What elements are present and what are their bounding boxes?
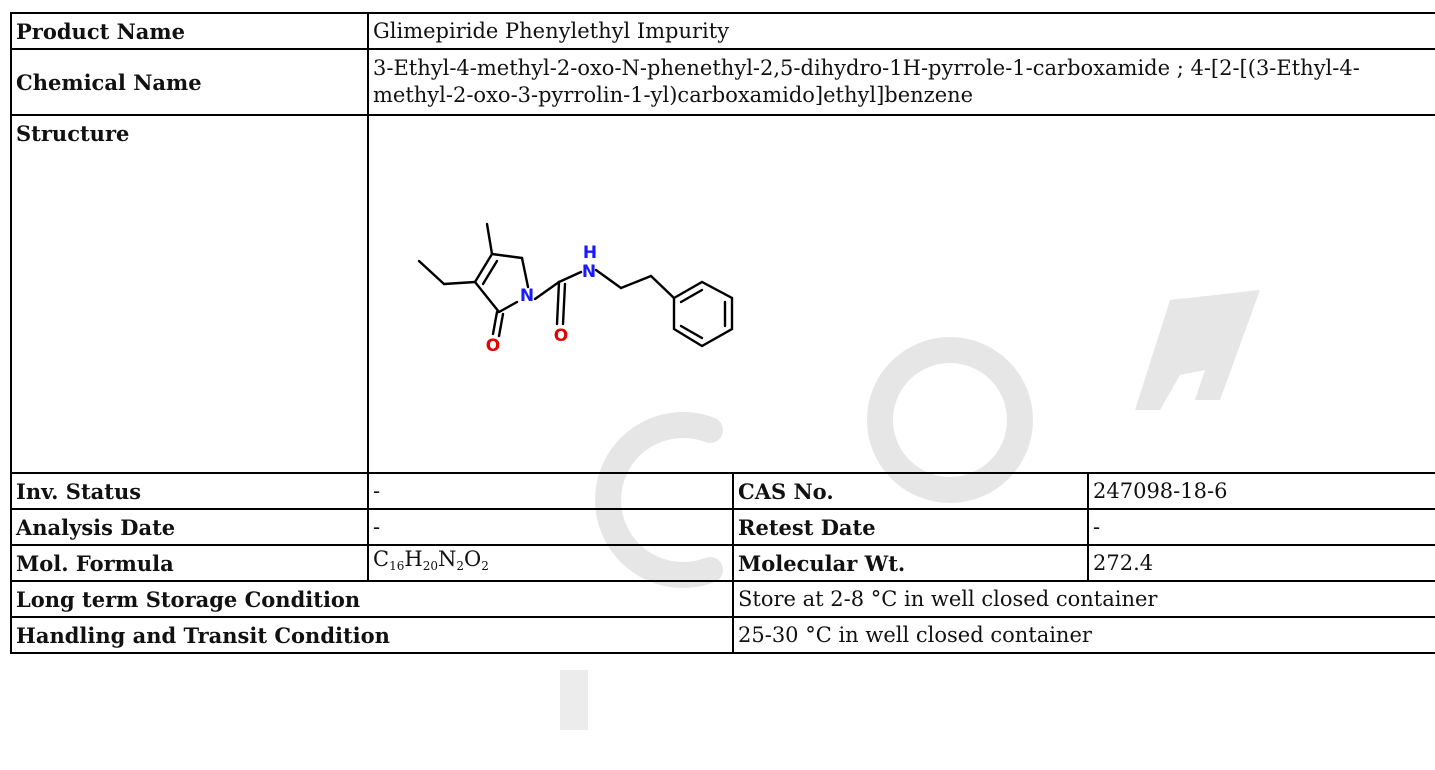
formula-el-c: C: [373, 547, 390, 571]
cas-label: CAS No.: [732, 472, 1089, 510]
bond-ethyl-2: [442, 280, 477, 286]
formula-n-n: 2: [456, 559, 464, 573]
row-storage: Long term Storage Condition Store at 2-8…: [10, 580, 1435, 618]
bond-carbamoyl-co-2: [561, 282, 567, 326]
watermark-fragment: [560, 670, 588, 730]
benzene-ring: [672, 280, 734, 348]
bond-ring-c3-c4: [473, 252, 494, 284]
row-chemical-name: Chemical Name 3-Ethyl-4-methyl-2-oxo-N-p…: [10, 48, 1435, 116]
mol-weight-value: 272.4: [1086, 544, 1435, 582]
retest-date-label: Retest Date: [732, 508, 1089, 546]
storage-label: Long term Storage Condition: [10, 580, 734, 618]
row-inv-status: Inv. Status - CAS No. 247098-18-6: [10, 472, 1435, 510]
inv-status-label: Inv. Status: [10, 472, 369, 510]
bond-ring-c4-c5: [490, 252, 524, 260]
row-structure: Structure: [10, 114, 1435, 474]
formula-n-h: 20: [422, 559, 438, 573]
bond-chain-2: [619, 274, 653, 290]
bond-ring-n-c2: [497, 300, 519, 314]
retest-date-value: -: [1086, 508, 1435, 546]
atom-o-ring: O: [486, 336, 500, 356]
mol-formula-value: C16H20N2O2: [367, 544, 734, 582]
formula-n-o: 2: [481, 559, 489, 573]
bond-ring-double: [481, 259, 499, 286]
atom-n-ring: N: [520, 286, 534, 306]
benzene-double-3: [679, 324, 704, 340]
formula-el-n: N: [437, 547, 457, 571]
row-analysis-date: Analysis Date - Retest Date -: [10, 508, 1435, 546]
bond-carbamoyl-nh: [557, 270, 583, 284]
analysis-date-value: -: [367, 508, 734, 546]
formula-el-h: H: [404, 547, 423, 571]
analysis-date-label: Analysis Date: [10, 508, 369, 546]
row-handling: Handling and Transit Condition 25-30 °C …: [10, 616, 1435, 654]
coa-table: Product Name Glimepiride Phenylethyl Imp…: [10, 12, 1435, 654]
benzene-double-1: [679, 288, 704, 304]
atom-h-amide: H: [583, 243, 597, 263]
formula-n-c: 16: [389, 559, 405, 573]
bond-carbamoyl-co-1: [555, 280, 561, 326]
handling-value: 25-30 °C in well closed container: [731, 616, 1435, 654]
bond-methyl: [485, 222, 494, 256]
structure-cell: N N H O O: [366, 114, 1435, 474]
structure-diagram: N N H O O: [417, 222, 734, 356]
atom-n-amide: N: [582, 262, 596, 282]
chemical-name-label: Chemical Name: [10, 48, 369, 116]
product-name-value: Glimepiride Phenylethyl Impurity: [366, 12, 1435, 50]
bond-ring-c5-n: [520, 256, 530, 289]
mol-weight-label: Molecular Wt.: [732, 544, 1089, 582]
bond-chain-1: [594, 268, 623, 290]
product-name-label: Product Name: [10, 12, 369, 50]
atom-o-amide: O: [554, 326, 568, 346]
cas-value: 247098-18-6: [1086, 472, 1435, 510]
bond-chain-3: [649, 274, 676, 300]
formula-el-o: O: [463, 547, 482, 571]
bond-ring-c2-c3: [473, 280, 501, 314]
structure-label: Structure: [10, 114, 369, 474]
bond-n-carbamoyl: [533, 280, 561, 301]
row-product-name: Product Name Glimepiride Phenylethyl Imp…: [10, 12, 1435, 50]
bond-ethyl-1: [417, 259, 446, 286]
handling-label: Handling and Transit Condition: [10, 616, 734, 654]
storage-value: Store at 2-8 °C in well closed container: [731, 580, 1435, 618]
bond-ring-co-2: [497, 312, 505, 338]
bond-ring-co-1: [491, 310, 499, 336]
inv-status-value: -: [367, 472, 734, 510]
chemical-name-value: 3-Ethyl-4-methyl-2-oxo-N-phenethyl-2,5-d…: [366, 48, 1435, 116]
row-mol-formula: Mol. Formula C16H20N2O2 Molecular Wt. 27…: [10, 544, 1435, 582]
mol-formula-label: Mol. Formula: [10, 544, 369, 582]
